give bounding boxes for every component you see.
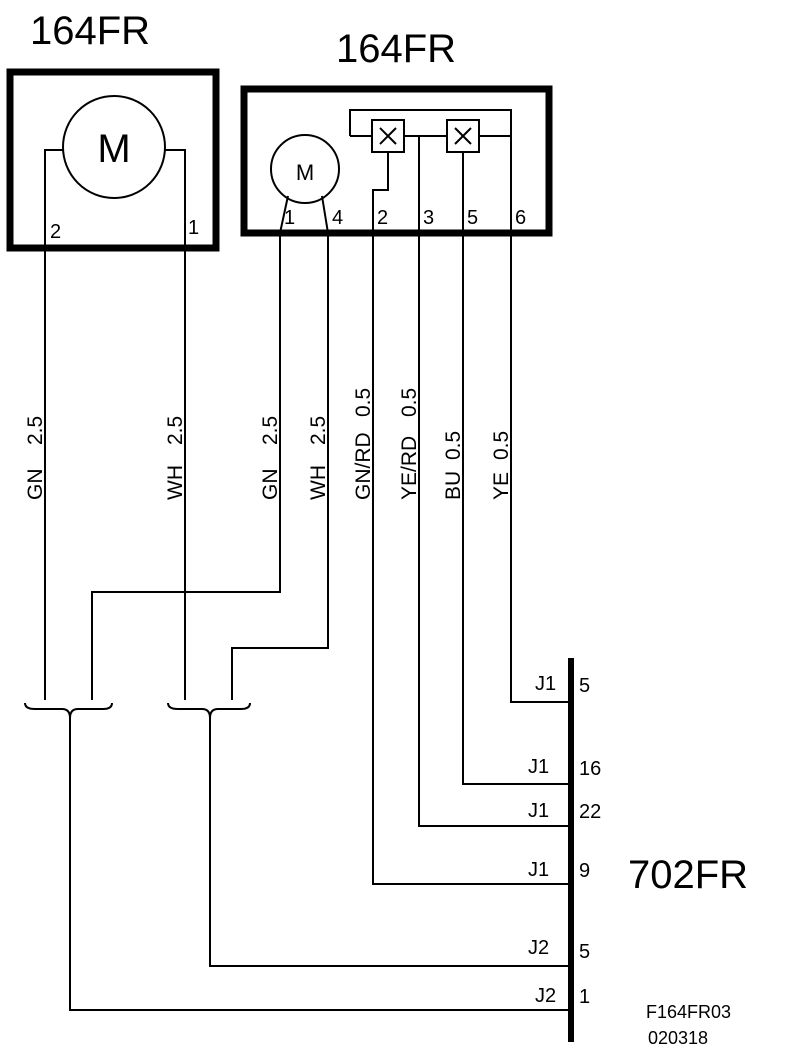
- right-motor-symbol: M: [296, 160, 314, 185]
- conn-pin-3: 22: [579, 801, 601, 823]
- wire-label-2: WH 2.5: [164, 416, 187, 500]
- svg-text:2.5: 2.5: [24, 416, 47, 445]
- conn-label-6: J2: [535, 985, 556, 1007]
- right-pin-1: 1: [284, 207, 295, 229]
- right-pin-6: 6: [515, 207, 526, 229]
- footer-date: 020318: [648, 1028, 708, 1048]
- svg-text:BU: BU: [442, 471, 465, 500]
- svg-text:0.5: 0.5: [398, 388, 421, 417]
- svg-text:0.5: 0.5: [442, 431, 465, 460]
- conn-label-4: J1: [528, 859, 549, 881]
- switch-1-cross-icon: [379, 127, 397, 145]
- left-motor-symbol: M: [97, 127, 130, 171]
- wire-splice-white-to-j2-5: [209, 718, 571, 967]
- right-pin-4: 4: [332, 207, 343, 229]
- conn-pin-1: 5: [579, 675, 590, 697]
- right-pin-5: 5: [467, 207, 478, 229]
- svg-text:0.5: 0.5: [352, 388, 375, 417]
- wire-right-wh: [231, 233, 329, 700]
- wire-label-8: YE 0.5: [490, 431, 513, 500]
- wire-ye: [510, 233, 571, 703]
- conn-pin-6: 1: [579, 986, 590, 1008]
- svg-text:GN: GN: [24, 469, 47, 501]
- svg-text:GN/RD: GN/RD: [352, 432, 375, 500]
- splice-brace-green: [24, 702, 113, 719]
- wire-right-gn: [91, 233, 281, 700]
- wire-label-3: GN 2.5: [259, 416, 282, 500]
- svg-text:2.5: 2.5: [164, 416, 187, 445]
- switch-common-line: [349, 109, 512, 233]
- wire-label-1: GN 2.5: [24, 416, 47, 500]
- right-motor-icon: [270, 134, 340, 204]
- right-motor-lead-1: [279, 195, 289, 234]
- wire-label-4: WH 2.5: [307, 416, 330, 500]
- wire-label-6: YE/RD 0.5: [398, 388, 421, 500]
- conn-label-3: J1: [528, 800, 549, 822]
- switch-2-cross-icon: [454, 127, 472, 145]
- svg-text:GN: GN: [259, 469, 282, 501]
- right-component-label: 164FR: [336, 27, 456, 71]
- svg-text:2.5: 2.5: [259, 416, 282, 445]
- left-pin-1: 1: [188, 217, 199, 239]
- svg-text:2.5: 2.5: [307, 416, 330, 445]
- right-pin-2: 2: [377, 207, 388, 229]
- wire-splice-green-to-j2-1: [69, 718, 571, 1011]
- conn-pin-4: 9: [579, 860, 590, 882]
- conn-label-1: J1: [535, 673, 556, 695]
- svg-text:YE: YE: [490, 472, 513, 500]
- svg-text:YE/RD: YE/RD: [398, 436, 421, 500]
- switch-1-lead: [372, 152, 389, 233]
- switch-box-2: [446, 119, 480, 153]
- svg-text:WH: WH: [307, 465, 330, 500]
- wire-gn-rd: [372, 233, 571, 885]
- splice-brace-white: [167, 702, 251, 719]
- right-motor-lead-4: [321, 195, 329, 234]
- wire-ye-rd: [418, 233, 571, 827]
- conn-label-5: J2: [528, 937, 549, 959]
- footer-code: F164FR03: [646, 1002, 731, 1022]
- svg-text:0.5: 0.5: [490, 431, 513, 460]
- conn-pin-2: 16: [579, 758, 601, 780]
- left-motor-icon: [62, 95, 166, 199]
- conn-label-2: J1: [528, 756, 549, 778]
- wire-label-7: BU 0.5: [442, 431, 465, 500]
- left-component-box: [6, 68, 220, 252]
- left-component-label: 164FR: [30, 9, 150, 53]
- connector-702fr-label: 702FR: [628, 853, 748, 897]
- right-component-box: [240, 85, 553, 237]
- left-motor-lead-1: [165, 149, 186, 248]
- wire-label-5: GN/RD 0.5: [352, 388, 375, 500]
- conn-pin-5: 5: [579, 941, 590, 963]
- right-pin-3: 3: [423, 207, 434, 229]
- left-motor-lead-2: [44, 149, 63, 248]
- wire-bu: [462, 233, 571, 785]
- left-pin-2: 2: [50, 221, 61, 243]
- svg-text:WH: WH: [164, 465, 187, 500]
